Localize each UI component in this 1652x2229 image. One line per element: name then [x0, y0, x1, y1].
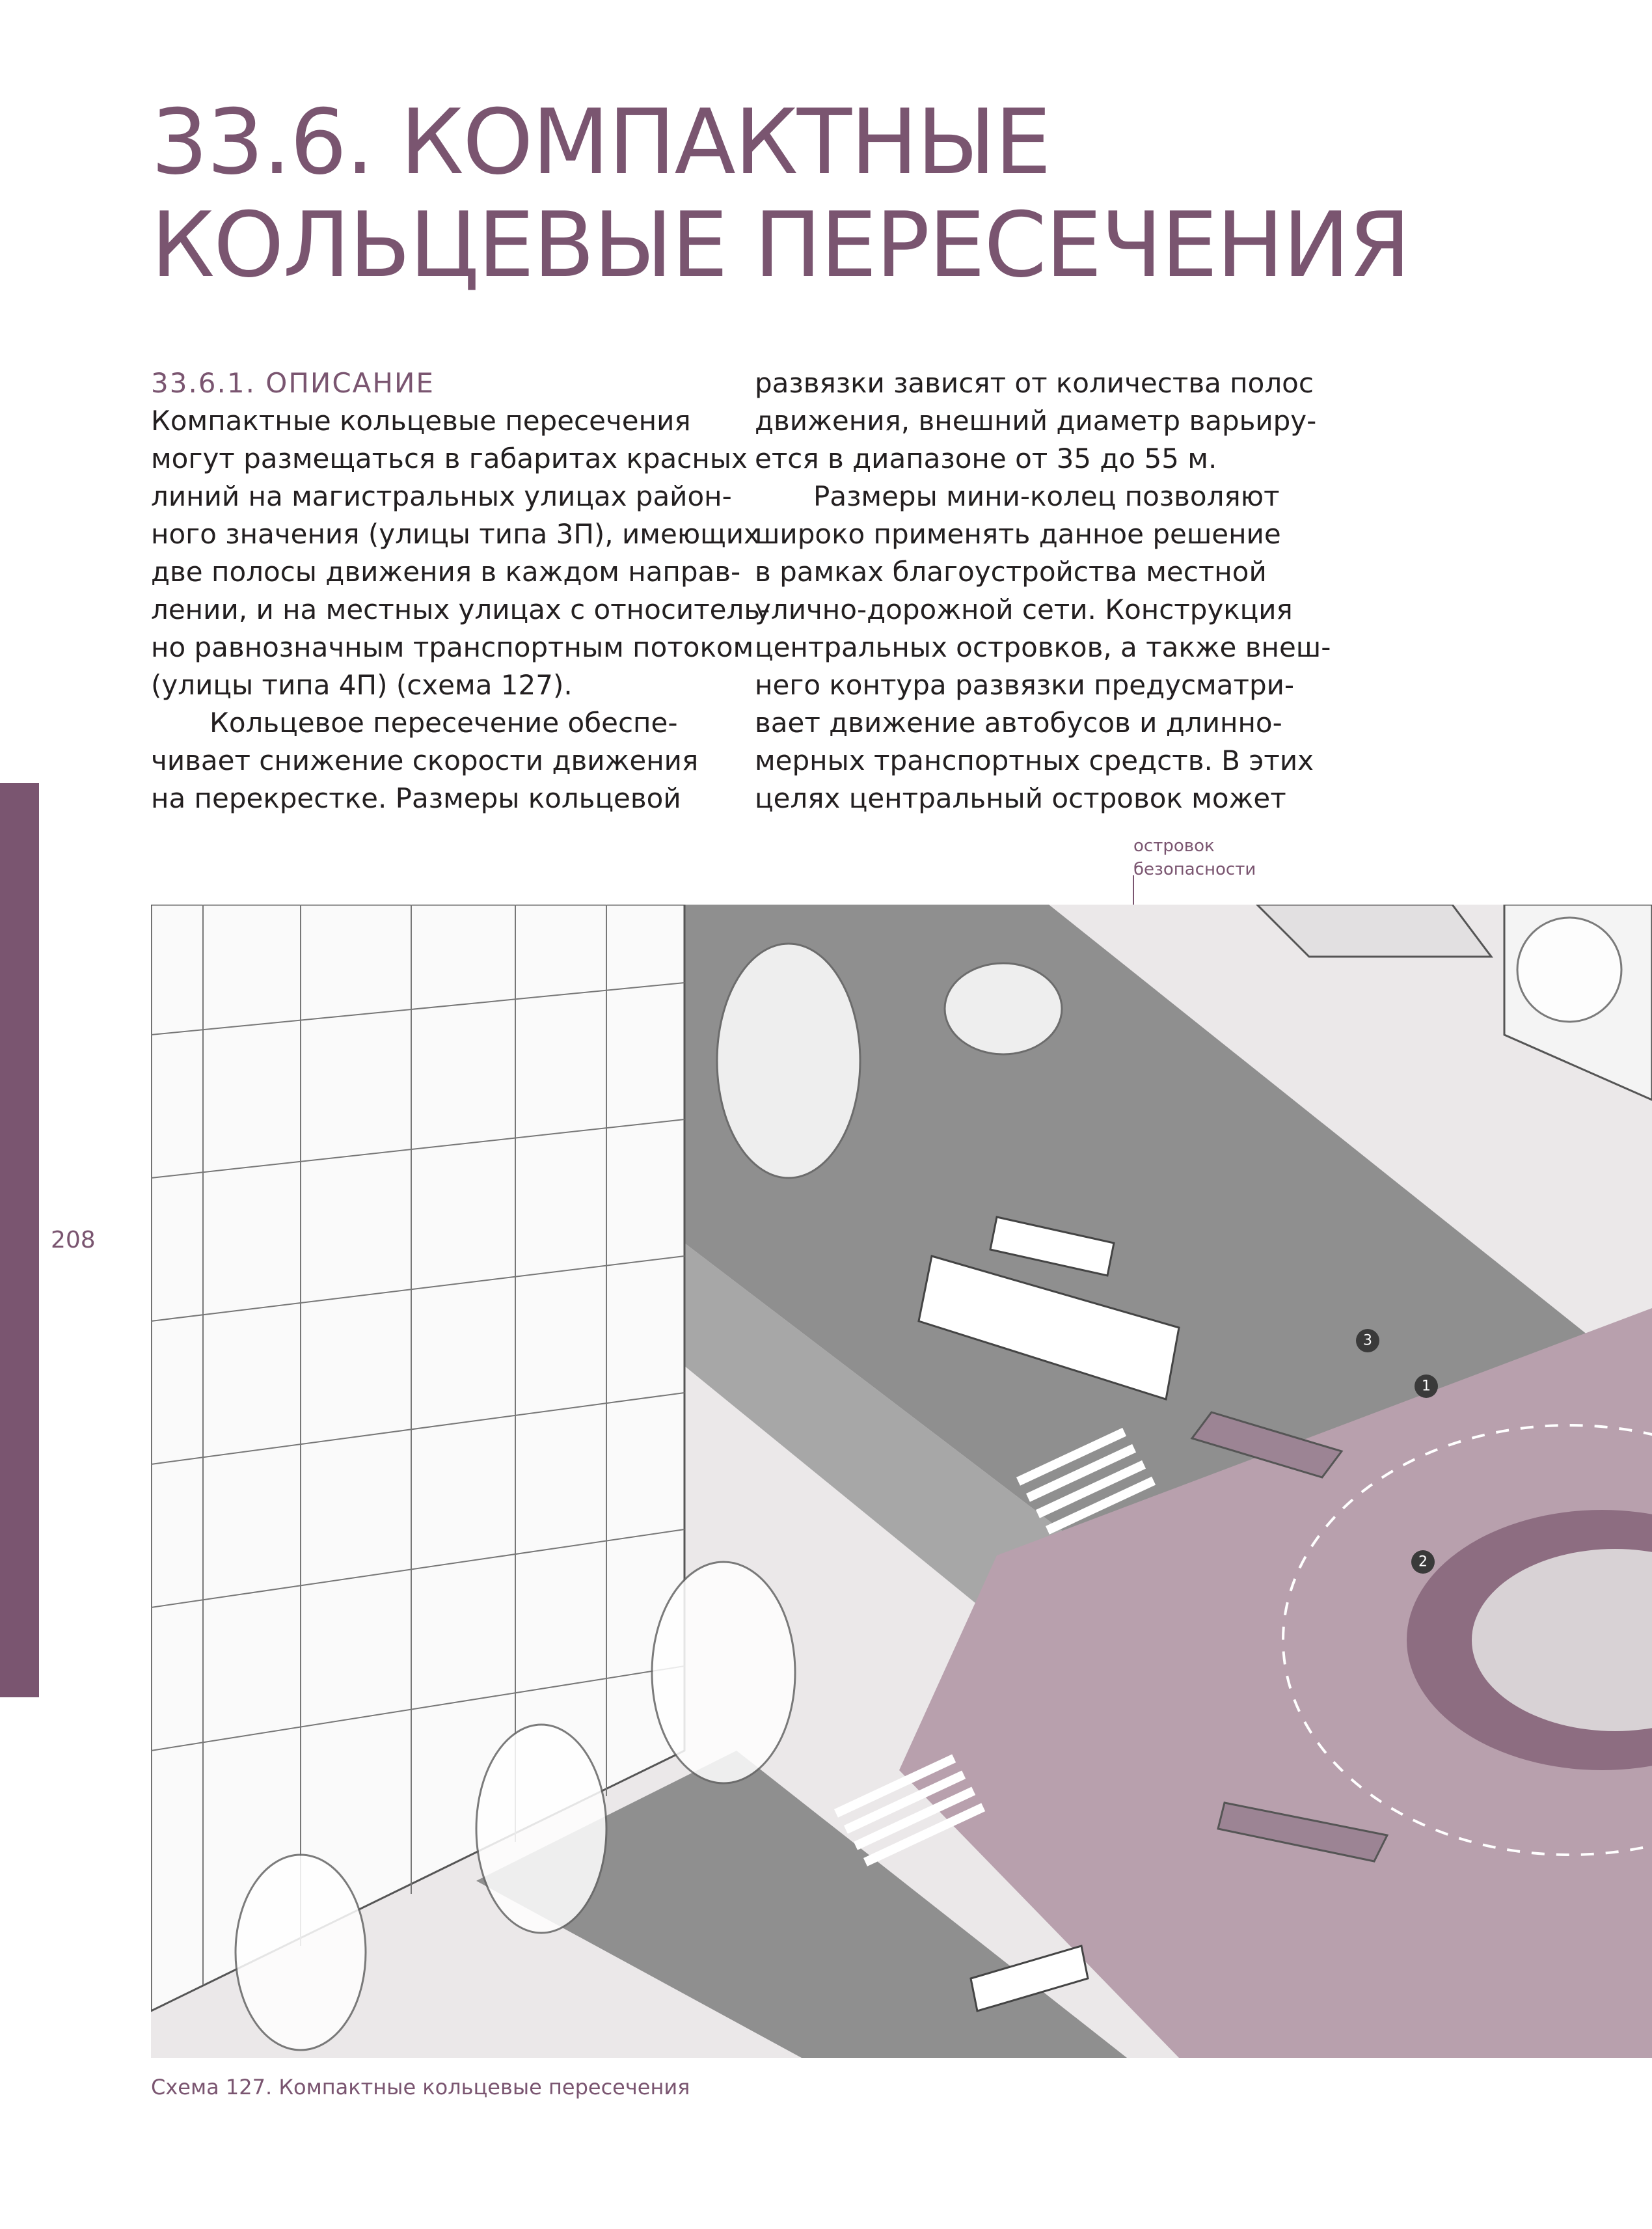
- text-line: движения, внешний диаметр варьиру-: [755, 405, 1317, 437]
- marker-1-label: 1: [1422, 1378, 1431, 1395]
- illustration-roundabout: 1 2 3: [151, 905, 1652, 2058]
- roundabout-area: [899, 1308, 1652, 2058]
- central-island: [1472, 1549, 1652, 1731]
- marker-2-label: 2: [1418, 1554, 1428, 1570]
- text-line: ется в диапазоне от 35 до 55 м.: [755, 443, 1217, 474]
- figure-caption: Схема 127. Компактные кольцевые пересече…: [151, 2075, 690, 2099]
- crosswalks: [834, 1427, 1156, 1867]
- bus: [917, 1255, 1180, 1401]
- text-line: (улицы типа 4П) (схема 127).: [151, 669, 573, 701]
- car: [989, 1216, 1115, 1277]
- page-number: 208: [51, 1227, 96, 1253]
- callout-line-2: безопасности: [1133, 860, 1256, 879]
- text-line: широко применять данное решение: [755, 518, 1281, 550]
- title-line-2: КОЛЬЦЕВЫЕ ПЕРЕСЕЧЕНИЯ: [151, 193, 1411, 297]
- title-line-1: 33.6. КОМПАКТНЫЕ: [151, 90, 1051, 195]
- text-line: но равнозначным транспортным потоком: [151, 631, 754, 663]
- section-heading: 33.6.1. ОПИСАНИЕ: [151, 367, 435, 399]
- text-column-left: 33.6.1. ОПИСАНИЕ Компактные кольцевые пе…: [151, 364, 770, 817]
- callout-line-1: островок: [1133, 836, 1215, 856]
- text-line: Кольцевое пересечение обеспе-: [210, 707, 678, 739]
- text-line: могут размещаться в габаритах красных: [151, 443, 748, 474]
- text-line: ного значения (улицы типа 3П), имеющих: [151, 518, 760, 550]
- text-line: Размеры мини-колец позволяют: [813, 480, 1280, 512]
- side-accent-bar: [0, 783, 39, 1697]
- text-line: чивает снижение скорости движения: [151, 745, 699, 776]
- text-line: в рамках благоустройства местной: [755, 556, 1267, 588]
- road-upper: [684, 905, 1652, 1555]
- text-line: улично-дорожной сети. Конструкция: [755, 594, 1293, 625]
- text-line: него контура развязки предусматри-: [755, 669, 1295, 701]
- text-line: развязки зависят от количества полос: [755, 367, 1314, 399]
- trees: [234, 916, 1623, 2051]
- marker-3: 3: [1356, 1329, 1379, 1352]
- text-column-right: развязки зависят от количества полос дви…: [755, 364, 1331, 817]
- text-line: центральных островков, а также внеш-: [755, 631, 1331, 663]
- text-line: целях центральный островок может: [755, 782, 1286, 814]
- text-line: две полосы движения в каждом направ-: [151, 556, 741, 588]
- text-line: Компактные кольцевые пересечения: [151, 405, 691, 437]
- marker-3-label: 3: [1363, 1333, 1372, 1349]
- page-title: 33.6. КОМПАКТНЫЕ КОЛЬЦЕВЫЕ ПЕРЕСЕЧЕНИЯ: [151, 91, 1582, 297]
- marker-2: 2: [1411, 1550, 1435, 1574]
- road-lower: [476, 1751, 1127, 2058]
- car: [969, 1945, 1089, 2012]
- text-line: вает движение автобусов и длинно-: [755, 707, 1282, 739]
- text-line: на перекрестке. Размеры кольцевой: [151, 782, 681, 814]
- callout-safety-island: островок безопасности: [1133, 834, 1256, 881]
- road-side: [645, 1243, 1094, 1620]
- text-line: лении, и на местных улицах с относитель-: [151, 594, 770, 625]
- text-line: линий на магистральных улицах район-: [151, 480, 732, 512]
- marker-1: 1: [1415, 1374, 1438, 1398]
- text-line: мерных транспортных средств. В этих: [755, 745, 1314, 776]
- isometric-scene: 1 2 3: [151, 905, 1652, 2058]
